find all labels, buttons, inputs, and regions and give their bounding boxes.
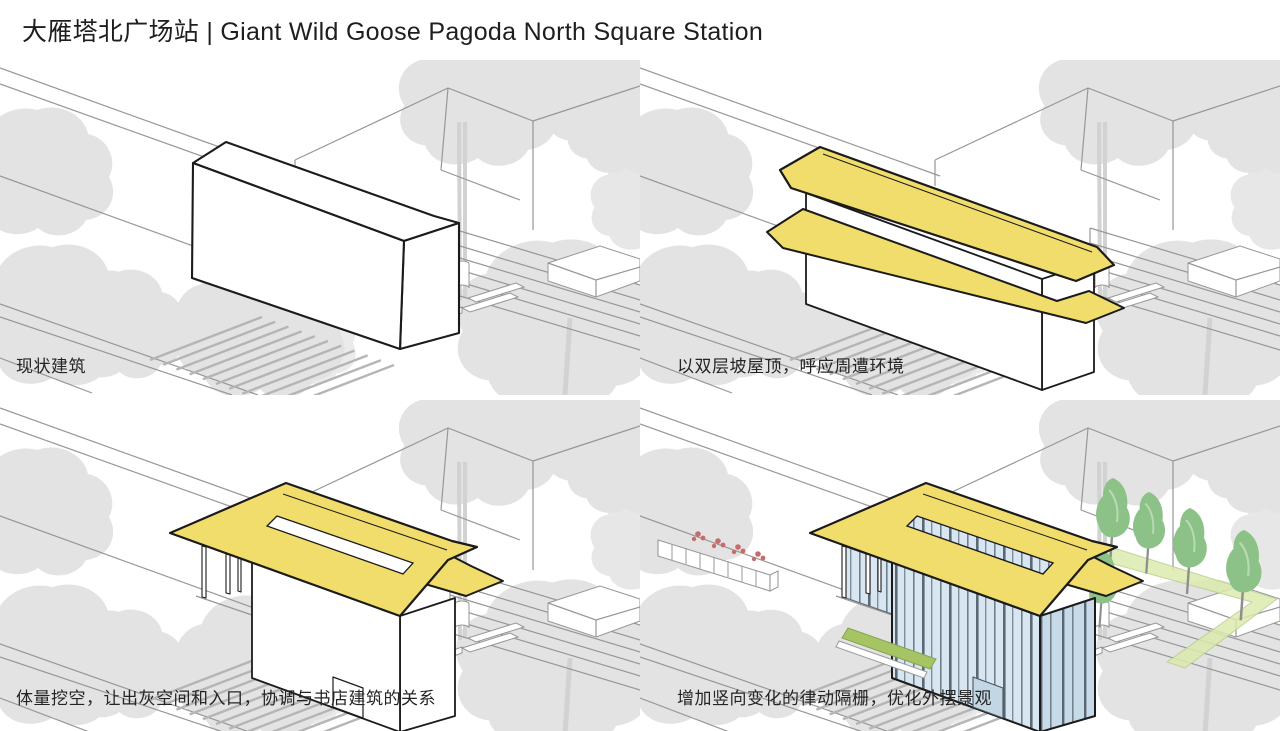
- yellow-roof-upper: [778, 145, 1116, 283]
- panel-caption: 增加竖向变化的律动隔栅，优化外摆景观: [677, 689, 992, 708]
- panel-existing: 现状建筑: [0, 60, 640, 395]
- existing-building-diagram: [0, 60, 640, 395]
- louvered-glass-facade: [891, 561, 1096, 731]
- hedge-strip: [835, 627, 937, 679]
- clerestory-louvers: [905, 515, 1055, 575]
- panel-carved-volume: 体量挖空，让出灰空间和入口，协调与书店建筑的关系: [0, 400, 640, 731]
- double-roof-diagram: [640, 60, 1280, 395]
- page-title: 大雁塔北广场站 | Giant Wild Goose Pagoda North …: [22, 18, 764, 46]
- carved-volume-diagram: [0, 400, 640, 731]
- slide-header: 大雁塔北广场站 | Giant Wild Goose Pagoda North …: [0, 0, 1280, 60]
- panel-caption: 现状建筑: [16, 357, 86, 376]
- red-flowers: [691, 531, 766, 562]
- entrance-gap: [972, 676, 1004, 719]
- panel-rhythmic-louvers: 增加竖向变化的律动隔栅，优化外摆景观: [640, 400, 1280, 731]
- flower-planter-row: [657, 531, 779, 592]
- louvers-diagram: [640, 400, 1280, 731]
- station-walls: [251, 561, 456, 731]
- clerestory-slot: [265, 515, 415, 575]
- existing-building-massing: [190, 140, 461, 351]
- panel-double-roof: 以双层坡屋顶，呼应周遭环境: [640, 60, 1280, 395]
- entrance-notch: [332, 676, 364, 719]
- panel-caption: 体量挖空，让出灰空间和入口，协调与书店建筑的关系: [16, 689, 436, 708]
- yellow-roof-lower: [766, 208, 1125, 324]
- panel-caption: 以双层坡屋顶，呼应周遭环境: [677, 357, 905, 376]
